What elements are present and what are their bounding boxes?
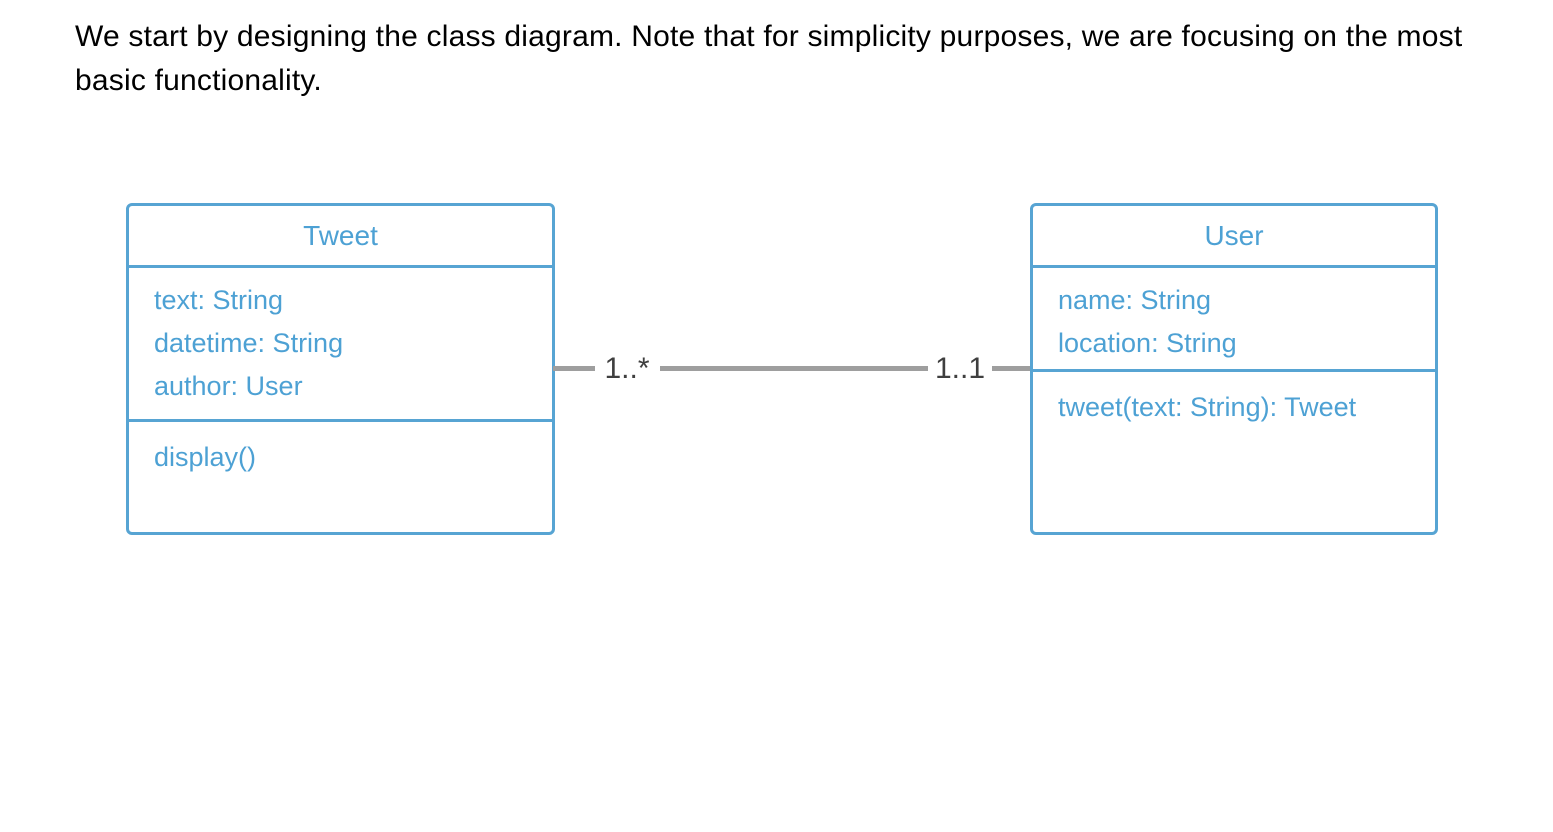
attribute-name: name: String [1058,285,1212,315]
attribute-text: text: String [154,285,284,315]
association-line-segment-left [553,366,595,371]
class-box-tweet: Tweet text: String datetime: String auth… [126,203,555,535]
attribute-author: author: User [154,371,303,401]
attribute-datetime: datetime: String [154,328,344,358]
association-line-segment-right [992,366,1032,371]
method-display: display() [154,442,257,472]
multiplicity-tweet-end: 1..* [604,352,650,385]
class-attributes-tweet: text: String datetime: String author: Us… [129,268,552,422]
association-line-segment-middle [660,366,928,371]
class-methods-user: tweet(text: String): Tweet [1033,372,1435,532]
multiplicity-user-end: 1..1 [934,352,986,385]
intro-text: We start by designing the class diagram.… [75,20,1463,97]
class-title-tweet: Tweet [129,206,552,268]
class-attributes-user: name: String location: String [1033,268,1435,372]
class-methods-tweet: display() [129,422,552,532]
attribute-location: location: String [1058,328,1237,358]
method-tweet: tweet(text: String): Tweet [1058,392,1357,422]
class-title-user: User [1033,206,1435,268]
class-box-user: User name: String location: String tweet… [1030,203,1438,535]
